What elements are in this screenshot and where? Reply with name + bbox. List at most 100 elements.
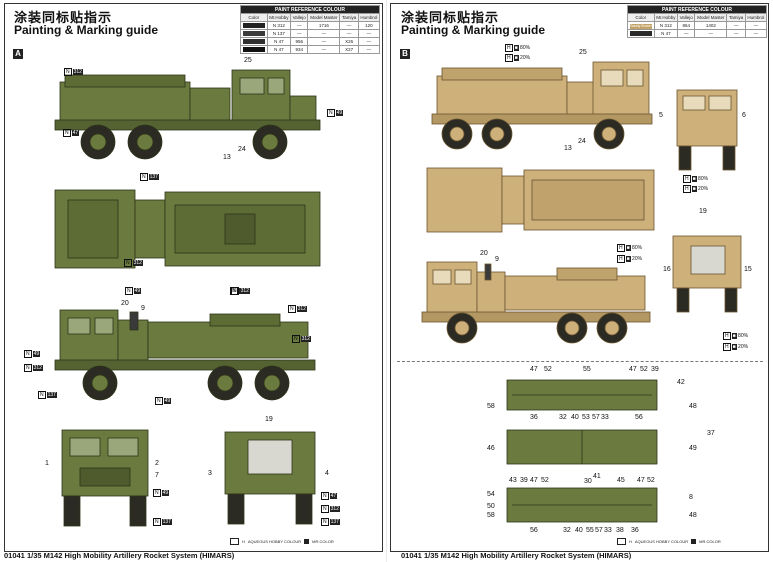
page-title: Painting & Marking guide xyxy=(401,23,546,37)
callout-number: 20 xyxy=(121,300,129,307)
page-footer: 01041 1/35 M142 High Mobility Artillery … xyxy=(401,551,632,560)
table-row: N 312 — 1716 — 120 xyxy=(240,21,381,30)
color-legend: H AQUEOUS HOBBY COLOUR MR.COLOR xyxy=(617,538,721,545)
callout-number: 40 xyxy=(575,527,583,534)
color-swatch xyxy=(242,30,265,36)
rocket-pod-top xyxy=(506,429,658,465)
callout-number: 55 xyxy=(586,527,594,534)
callout-number: 56 xyxy=(530,527,538,534)
callout-number: 1 xyxy=(45,460,49,467)
section-divider xyxy=(397,361,763,362)
table-cell: — xyxy=(744,29,768,38)
callout-number: 24 xyxy=(578,138,586,145)
callout-number: 13 xyxy=(223,154,231,161)
top-view xyxy=(54,189,321,269)
callout-number: 32 xyxy=(559,414,567,421)
paint-reference-table: PAINT REFERENCE COLOUR Color Mr.Hobby Va… xyxy=(627,5,768,38)
callout-number: 52 xyxy=(544,366,552,373)
callout-number: 55 xyxy=(583,366,591,373)
color-swatch xyxy=(242,46,265,52)
callout-number: 47 xyxy=(530,477,538,484)
callout-number: 52 xyxy=(541,477,549,484)
table-row: N 47 934 — X27 — xyxy=(240,45,381,54)
callout-number: 36 xyxy=(530,414,538,421)
callout-number: 42 xyxy=(677,379,685,386)
callout-number: 58 xyxy=(487,403,495,410)
callout-number: 53 xyxy=(582,414,590,421)
callout-number: 9 xyxy=(495,256,499,263)
table-row: N 47 — — — — xyxy=(627,29,768,38)
paint-code-label: H■ 80% xyxy=(505,43,531,52)
callout-number: 37 xyxy=(707,430,715,437)
paint-code-label: H■ 20% xyxy=(683,184,709,193)
instruction-page-a: 涂装同标贴指示 Painting & Marking guide A PAINT… xyxy=(0,0,386,562)
callout-number: 47 xyxy=(629,366,637,373)
callout-number: 52 xyxy=(647,477,655,484)
color-swatch: Sandy Brown xyxy=(629,23,652,29)
legend-dark-text: MR.COLOR xyxy=(699,539,721,544)
legend-dark-icon xyxy=(691,539,697,544)
page-title: Painting & Marking guide xyxy=(14,23,159,37)
paint-reference-table: PAINT REFERENCE COLOUR Color Mr.Hobby Va… xyxy=(240,5,381,54)
callout-number: 15 xyxy=(744,266,752,273)
callout-number: 4 xyxy=(325,470,329,477)
callout-number: 52 xyxy=(640,366,648,373)
rocket-pod-side xyxy=(506,379,658,411)
callout-number: 38 xyxy=(616,527,624,534)
table-cell: X27 xyxy=(339,45,359,54)
callout-number: 58 xyxy=(487,512,495,519)
callout-number: 19 xyxy=(699,208,707,215)
paint-code-label: H■ 80% xyxy=(683,174,709,183)
legend-box-icon xyxy=(230,538,239,545)
callout-number: 25 xyxy=(579,49,587,56)
page-title-chinese: 涂装同标贴指示 xyxy=(14,10,113,25)
callout-number: 3 xyxy=(208,470,212,477)
front-view xyxy=(61,429,149,527)
legend-dark-icon xyxy=(304,539,310,544)
callout-number: 20 xyxy=(480,250,488,257)
callout-number: 33 xyxy=(601,414,609,421)
callout-number: 48 xyxy=(689,403,697,410)
color-legend: H AQUEOUS HOBBY COLOUR MR.COLOR xyxy=(230,538,334,545)
callout-number: 57 xyxy=(592,414,600,421)
paint-code-label: H■ 80% xyxy=(617,243,643,252)
callout-number: 8 xyxy=(689,494,693,501)
callout-number: 5 xyxy=(659,112,663,119)
callout-number: 56 xyxy=(635,414,643,421)
table-row: Sandy Brown N 312 864 1402 — — xyxy=(627,21,768,30)
table-cell: — xyxy=(726,29,746,38)
callout-number: 9 xyxy=(141,305,145,312)
paint-code-label: H■ 20% xyxy=(617,254,643,263)
legend-text: AQUEOUS HOBBY COLOUR xyxy=(634,539,689,544)
side-view-left xyxy=(431,61,653,150)
instruction-page-b: 涂装同标贴指示 Painting & Marking guide B PAINT… xyxy=(387,0,773,562)
color-swatch xyxy=(629,30,652,36)
paint-code-label: H■ 20% xyxy=(723,342,749,351)
callout-number: 40 xyxy=(571,414,579,421)
callout-number: 45 xyxy=(617,477,625,484)
table-cell: — xyxy=(357,45,381,54)
vehicle-drawings-b xyxy=(421,61,742,523)
callout-number: 47 xyxy=(637,477,645,484)
legend-box-letter: H xyxy=(629,539,632,544)
side-view-right xyxy=(54,309,316,401)
top-view xyxy=(426,167,655,233)
front-view xyxy=(676,89,738,171)
callout-number: 39 xyxy=(651,366,659,373)
vehicle-drawings-a xyxy=(54,69,321,527)
callout-number: 24 xyxy=(238,146,246,153)
callout-number: 2 xyxy=(155,460,159,467)
callout-number: 13 xyxy=(564,145,572,152)
callout-number: 30 xyxy=(584,478,592,485)
rear-view xyxy=(672,235,742,313)
